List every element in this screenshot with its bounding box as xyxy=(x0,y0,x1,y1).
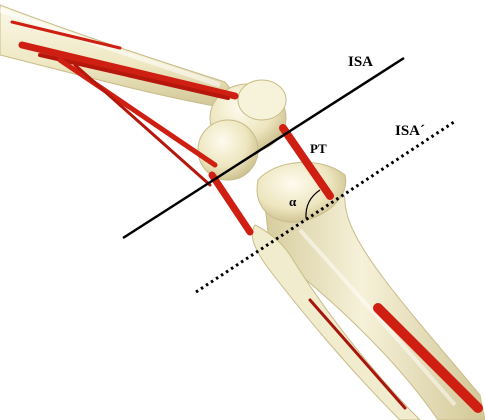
isa-prime-label: ISA´ xyxy=(395,123,425,139)
alpha-label: α xyxy=(289,194,297,209)
isa-label: ISA xyxy=(348,54,373,70)
muscle-vertical-knee xyxy=(212,175,250,232)
pt-label: PT xyxy=(310,141,327,156)
femur xyxy=(0,5,286,180)
patella xyxy=(238,80,286,120)
